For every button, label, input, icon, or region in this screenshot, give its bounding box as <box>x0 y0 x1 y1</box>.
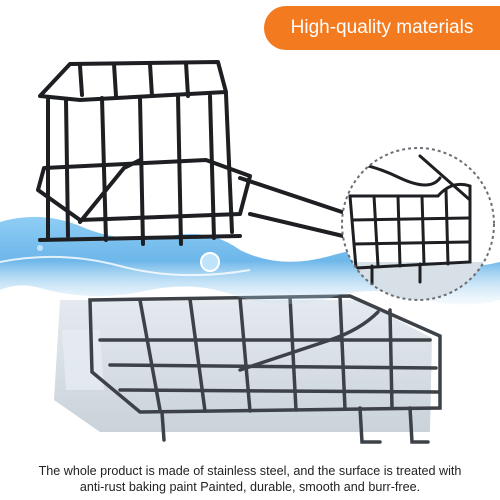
sink-rack-icon <box>36 60 394 246</box>
caption-line-2: anti-rust baking paint Painted, durable,… <box>79 480 421 494</box>
headline-text: High-quality materials <box>290 17 474 38</box>
headline-banner: High-quality materials <box>264 6 500 50</box>
magnifier-circle-icon <box>341 147 495 301</box>
caption-line-1: The whole product is made of stainless s… <box>38 464 462 478</box>
description-caption: The whole product is made of stainless s… <box>6 463 494 495</box>
rack-submerged <box>88 294 442 444</box>
